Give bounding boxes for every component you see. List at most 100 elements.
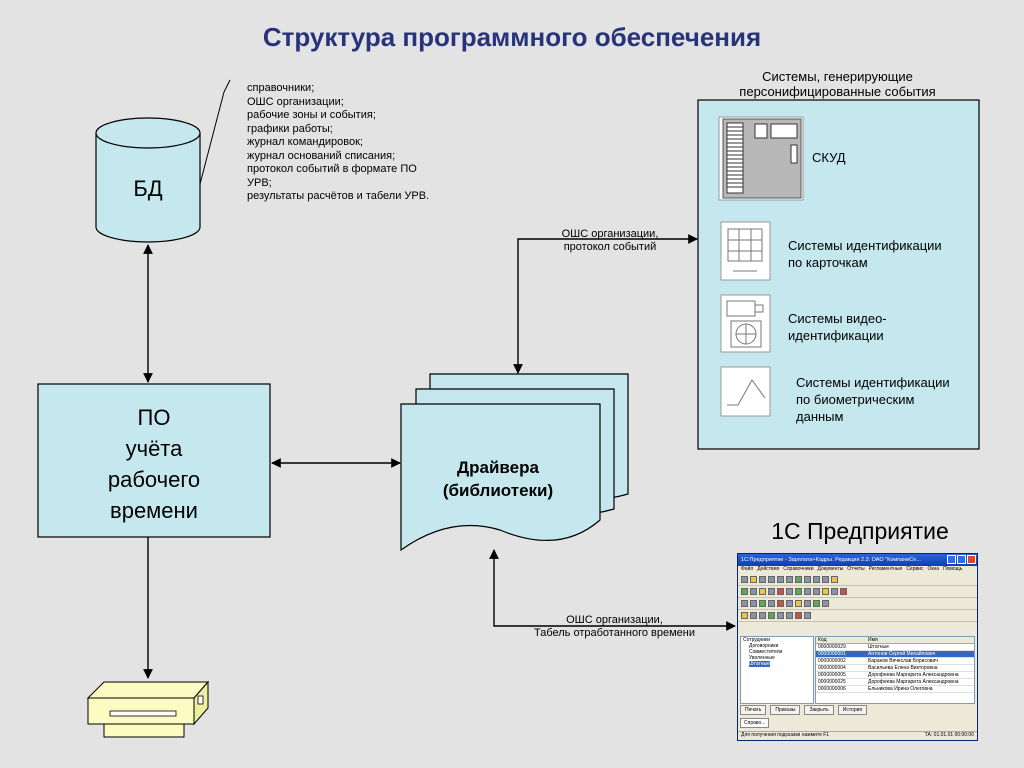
print-button: Печать [740, 705, 767, 715]
toolbar-icon [786, 600, 793, 607]
systems-title: Системы, генерирующие персонифицированны… [700, 69, 975, 99]
toolbar-icon [840, 588, 847, 595]
cell-code: 0000000004 [818, 665, 846, 671]
database-contents-list: справочники; ОШС организации; рабочие зо… [247, 82, 462, 204]
note-line: графики работы; [247, 122, 333, 135]
window-title: 1С:Предприятие - Зарплата+Кадры. Редакци… [741, 557, 921, 563]
system-label-line: СКУД [812, 150, 846, 165]
cell-code: 0000000001 [818, 651, 846, 657]
cell-name: Дорофеева Маргарита Александровна [868, 679, 959, 685]
note-line: рабочие зоны и события; [247, 109, 376, 121]
connector-top-label: ОШС организации, протокол событий [536, 228, 684, 254]
toolbar-icon [750, 588, 757, 595]
note-line: справочники; [247, 82, 315, 94]
column-header: Имя [868, 637, 878, 643]
connector-bottom-line: Табель отработанного времени [533, 627, 696, 639]
system-label-line: идентификации [788, 328, 884, 343]
po-box [37, 383, 271, 538]
note-line: протокол событий в формате ПО [247, 163, 417, 175]
toolbar-icon [786, 612, 793, 619]
system-label-line: Системы идентификации [796, 375, 950, 390]
menu-item: Помощь [943, 566, 963, 572]
menu-item: Регламентные [868, 566, 903, 572]
note-line: журнал командировок; [247, 136, 363, 148]
menu-item: Файл [741, 566, 754, 572]
toolbar-icon [795, 612, 802, 619]
enterprise-window-screenshot: 1С:Предприятие - Зарплата+Кадры. Редакци… [737, 553, 978, 741]
page-title: Структура программного обеспечения [262, 22, 762, 52]
drivers-line: Драйвера [457, 458, 539, 477]
biometric-signal-icon [720, 366, 771, 417]
access-control-panel-icon [718, 116, 804, 201]
toolbar-icon [768, 576, 775, 583]
grid-header: Код Имя [816, 637, 974, 644]
window-taskbar-item: Справо... [740, 718, 770, 728]
menu-item: Действия [757, 566, 780, 572]
toolbar-icon [804, 576, 811, 583]
toolbar-icon [777, 600, 784, 607]
toolbar-icon [813, 600, 820, 607]
menu-item: Сервис [906, 566, 924, 572]
tree-item-selected: Штатные [749, 661, 770, 667]
system-biometric-label: Системы идентификации по биометрическим … [796, 374, 950, 425]
cell-name: Васильева Елена Викторовна [868, 665, 938, 671]
systems-title-line: персонифицированные события [739, 84, 936, 99]
toolbar-icon [804, 600, 811, 607]
toolbar-icon [786, 576, 793, 583]
toolbar-icon [795, 600, 802, 607]
toolbar-icon [768, 600, 775, 607]
toolbar-icon [750, 600, 757, 607]
window-titlebar: 1С:Предприятие - Зарплата+Кадры. Редакци… [738, 554, 977, 566]
system-label-line: по биометрическим [796, 392, 915, 407]
note-line: результаты расчётов и табели УРВ. [247, 190, 430, 202]
arrow-drivers-systems [513, 234, 698, 374]
folder-tree: Сотрудники Договорники Совместители Увол… [740, 636, 814, 704]
status-hint: Для получения подсказки нажмите F1 [741, 732, 830, 738]
cell-name: Дорофеева Маргарита Александровна [868, 672, 959, 678]
connector-bottom-line: ОШС организации, [566, 614, 663, 626]
connector-top-line: ОШС организации, [561, 228, 659, 240]
drivers-line: (библиотеки) [442, 481, 554, 500]
toolbar-icon [804, 612, 811, 619]
toolbar-icon [786, 588, 793, 595]
window-menu: Файл Действия Справочники Документы Отче… [738, 566, 977, 574]
toolbar-icon [822, 600, 829, 607]
po-line: времени [110, 498, 198, 523]
toolbar-icon [795, 588, 802, 595]
toolbar-icon [813, 588, 820, 595]
system-card-label: Системы идентификации по карточкам [788, 237, 942, 271]
toolbar-icon [777, 612, 784, 619]
cell-name: Антонов Сергей Михайлович [868, 651, 936, 657]
menu-item: Окна [927, 566, 940, 572]
table-row: 0000000006 Ельникова Ирина Олеговна [816, 686, 974, 693]
tree-item: Сотрудники [743, 637, 771, 643]
history-button: История [837, 705, 868, 715]
toolbar-icon [750, 612, 757, 619]
status-time: ТА: 01.01.01 00:00:00 [924, 732, 974, 738]
system-label-line: по карточкам [788, 255, 868, 270]
tree-item: Совместители [749, 649, 783, 655]
video-camera-icon [720, 294, 771, 353]
connector-top-line: протокол событий [563, 241, 657, 253]
menu-item: Отчеты [847, 566, 865, 572]
toolbar-icon [768, 612, 775, 619]
cell-name: Ельникова Ирина Олеговна [868, 686, 933, 692]
toolbar-icon [768, 588, 775, 595]
system-video-label: Системы видео- идентификации [788, 310, 887, 344]
enterprise-title: 1С Предприятие [771, 518, 949, 544]
window-button-bar: Печать Приказы Закрыть История [740, 705, 868, 715]
toolbar-icon [759, 588, 766, 595]
toolbar-icon [759, 576, 766, 583]
toolbar-icon [741, 588, 748, 595]
orders-button: Приказы [770, 705, 801, 715]
database-label: БД [133, 176, 163, 201]
toolbar-icon [822, 576, 829, 583]
po-label: ПО учёта рабочего времени [38, 402, 270, 526]
menu-item: Документы [817, 566, 844, 572]
toolbar-icon [750, 576, 757, 583]
printer-icon [86, 680, 210, 738]
po-line: учёта [125, 436, 183, 461]
cell-code: 0000000006 [818, 686, 846, 692]
